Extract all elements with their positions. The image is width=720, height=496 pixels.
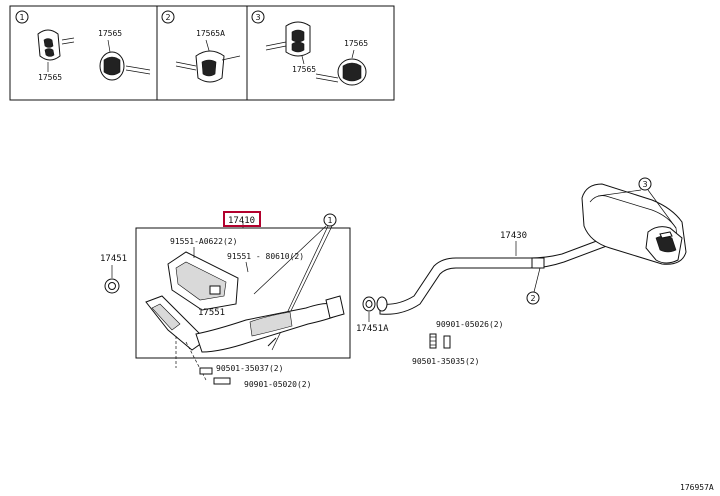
panel-2-label: 17565A bbox=[196, 29, 225, 38]
ref-badge-1 bbox=[323, 213, 337, 227]
panel-badge-3-text: 3 bbox=[255, 13, 260, 22]
bolt-c-label: 90501-35037(2) bbox=[216, 364, 283, 373]
panel-1-label-a: 17565 bbox=[38, 73, 62, 82]
gasket-left-label: 17451 bbox=[100, 254, 127, 264]
tail-pipe-label: 17430 bbox=[500, 231, 527, 241]
figure-code: 176957A bbox=[680, 483, 714, 492]
panel-3-label-a: 17565 bbox=[292, 65, 316, 74]
muffler-icon bbox=[581, 183, 687, 265]
bolt-icon bbox=[443, 335, 451, 349]
panel-badge-2-text: 2 bbox=[165, 13, 170, 22]
panel-3-label-b: 17565 bbox=[344, 39, 368, 48]
panel-badge-1 bbox=[15, 10, 29, 24]
rubber-hanger-icon bbox=[315, 58, 367, 86]
part-number-highlight: 17410 bbox=[223, 211, 261, 227]
panel-badge-3 bbox=[251, 10, 265, 24]
stud-d-label: 90901-05020(2) bbox=[244, 380, 311, 389]
bolt-icon bbox=[199, 367, 213, 375]
bolt-b-label: 91551 - 80610(2) bbox=[227, 252, 304, 261]
catalytic-converter-icon bbox=[145, 295, 345, 353]
heat-insulator-label: 17551 bbox=[198, 308, 225, 318]
ref-badge-1-text: 1 bbox=[327, 216, 332, 225]
nut-a-label: 91551-A0622(2) bbox=[170, 237, 237, 246]
ref-badge-3-text: 3 bbox=[642, 180, 647, 189]
gasket-right-label: 17451A bbox=[356, 324, 389, 334]
gasket-icon bbox=[362, 296, 376, 312]
rubber-hanger-icon bbox=[175, 50, 241, 83]
ref-badge-2-text: 2 bbox=[530, 294, 535, 303]
panel-2: 2 17565A bbox=[161, 10, 241, 83]
bolt-f-label: 90501-35035(2) bbox=[412, 357, 479, 366]
ref-badge-2 bbox=[526, 291, 540, 305]
panel-3: 3 17565 17565 bbox=[251, 10, 368, 86]
panel-1-label-b: 17565 bbox=[98, 29, 122, 38]
main-part-label: 17410 bbox=[228, 216, 255, 226]
spring-e-label: 90901-05026(2) bbox=[436, 320, 503, 329]
heat-insulator-icon bbox=[167, 251, 239, 311]
rubber-hanger-icon bbox=[37, 29, 75, 61]
ref-badge-3 bbox=[638, 177, 652, 191]
spring-icon bbox=[429, 333, 437, 349]
rubber-hanger-icon bbox=[99, 51, 151, 81]
stud-icon bbox=[213, 377, 231, 385]
top-panel-frame bbox=[9, 5, 395, 101]
panel-badge-1-text: 1 bbox=[19, 13, 24, 22]
rubber-hanger-icon bbox=[265, 21, 311, 57]
gasket-icon bbox=[104, 278, 120, 294]
panel-1: 1 17565 17565 bbox=[15, 10, 151, 82]
panel-badge-2 bbox=[161, 10, 175, 24]
